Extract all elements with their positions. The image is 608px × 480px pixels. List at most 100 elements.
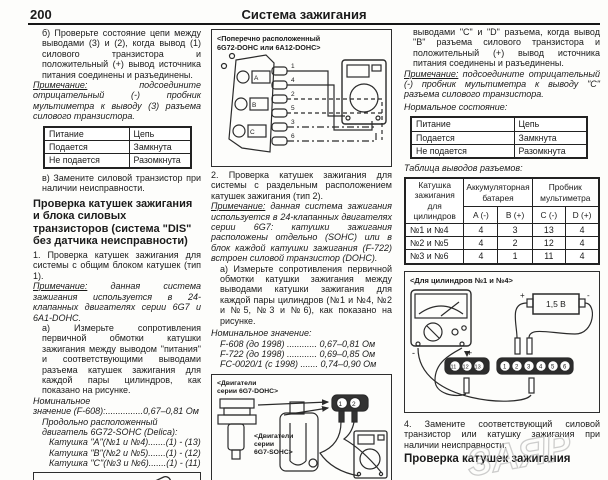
pin-cell: 4: [565, 235, 600, 251]
fig1-coil-b: B: [252, 102, 256, 109]
note-middle-label: Примечание:: [211, 201, 266, 212]
right-pin-1: 1: [503, 364, 507, 370]
fig2-caption-sohc-2: серии: [254, 441, 274, 448]
pin-cell: 3: [497, 222, 533, 237]
pin-table-col1-header: Катушка зажигания для цилиндров: [404, 177, 465, 224]
note-1: Примечание: подсоедините отрицательный (…: [33, 80, 201, 122]
pin-table-row: №3 и №6 4 1 11 4: [404, 249, 600, 265]
table-header-power: Питание: [410, 116, 515, 132]
table-cell: Подается: [43, 140, 130, 155]
pin-cell: 4: [463, 249, 499, 265]
pin-cell: 1: [497, 249, 533, 265]
pin-cell: 4: [463, 235, 499, 251]
fig2-caption-dohc-1: <Двигатели: [217, 380, 256, 387]
separate-coils-drawing: <Двигатели серии 6G7-DOHC>: [217, 380, 388, 479]
table-cell: Разомкнута: [128, 153, 192, 169]
normal-state-label: Нормальное состояние:: [404, 101, 508, 112]
nominal-label-middle: Номинальное значение:: [211, 328, 312, 339]
pin-cell: 4: [463, 222, 499, 237]
paragraph-a-left: а) Измерьте сопротивления первичной обмо…: [42, 322, 201, 396]
pin-cell: 12: [531, 235, 567, 251]
pin-table-row: №1 и №4 4 3 13 4: [404, 222, 600, 237]
cyl14-test-drawing: <Для цилиндров №1 и №4>: [410, 276, 593, 402]
table-header-circuit: Цепь: [128, 126, 192, 142]
header-rule: [28, 23, 600, 25]
battery-label: 1,5 В: [546, 299, 566, 309]
note-1-text: подсоедините отрицательный (-) пробник м…: [33, 80, 201, 122]
fig2-caption-dohc-2: серии 6G7-DOHC>: [217, 388, 278, 395]
figure-separate-coils: <Двигатели серии 6G7-DOHC>: [211, 373, 392, 480]
table-cell: Разомкнута: [513, 144, 588, 159]
fig1-pin-1: 1: [291, 63, 295, 70]
note-2-label: Примечание:: [33, 281, 88, 292]
pin-table-subheader: C (-): [531, 206, 567, 224]
power-circuit-table-right: Питание Цепь Подается Замкнута Не подает…: [410, 116, 588, 160]
paragraph-top-right: выводами "C" и "D" разъема, когда вывод …: [413, 27, 600, 69]
left-pin-12: 12: [463, 364, 469, 370]
section-heading-coil-check: Проверка катушек зажигания: [404, 452, 571, 465]
note-1-label: Примечание:: [33, 80, 88, 91]
pin-cell: №3 и №6: [404, 249, 465, 265]
pin-cell: 13: [531, 222, 567, 237]
pin-table-label: Таблица выводов разъемов:: [404, 163, 523, 174]
right-pin-4: 4: [539, 364, 543, 370]
fig1-caption-line2: 6G72-DOHC или 6А12-DOHC>: [217, 43, 320, 52]
coil-b-value: Катушка "В"(№2 и №5).......(1) - (12): [49, 447, 201, 458]
pin-cell: №2 и №5: [404, 235, 465, 251]
note-right-label: Примечание:: [404, 68, 459, 79]
pin-cell: №1 и №4: [404, 222, 465, 237]
left-pin-13: 13: [475, 364, 481, 370]
table-header-power: Питание: [43, 126, 130, 142]
page-number: 200: [30, 7, 52, 22]
pin-table-probe-header: Пробник мультиметра: [531, 177, 600, 208]
pin-table-subheader: A (-): [463, 206, 499, 224]
paragraph-b: б) Проверьте состояние цепи между вывода…: [42, 28, 201, 80]
left-pin-11: 11: [451, 364, 457, 370]
fig1-pin-2: 2: [291, 91, 295, 98]
coil-a-value: Катушка "А"(№1 и №4).......(1) - (13): [49, 437, 201, 448]
note-right: Примечание: подсоедините отрицательный (…: [404, 69, 600, 100]
pin-table-subheader: D (+): [565, 206, 600, 224]
figure-coil-pack: C A B: [33, 471, 201, 480]
pin-cell: 11: [531, 249, 567, 265]
connector-pin-table: Катушка зажигания для цилиндров Аккумуля…: [404, 176, 600, 265]
transverse-coil-drawing: <Поперечно расположенный 6G72-DOHC или 6…: [217, 34, 387, 153]
column-right: выводами "C" и "D" разъема, когда вывод …: [404, 27, 600, 465]
coil-pack-drawing: C A B: [132, 475, 172, 480]
fig1-caption-line1: <Поперечно расположенный: [217, 34, 320, 43]
battery-plus: +: [520, 291, 525, 300]
fig2-pin-1: 1: [339, 401, 343, 408]
fig1-pin-6: 6: [291, 133, 295, 140]
power-circuit-table: Питание Цепь Подается Замкнута Не подает…: [43, 125, 192, 169]
section-heading-coils-dis: Проверка катушек зажигания и блока силов…: [33, 197, 193, 248]
coil-label-b: B: [142, 478, 147, 480]
fig1-pin-3: 3: [291, 119, 295, 126]
pin-cell: 2: [497, 235, 533, 251]
table-cell: Подается: [410, 130, 515, 146]
value-f722: F-722 (до 1998) ............ 0,69–0,85 О…: [220, 348, 376, 359]
right-pin-3: 3: [527, 364, 531, 370]
nominal-line-2: значение (F-608):...............0,67–0,8…: [33, 406, 199, 417]
figure-transverse-coil: <Поперечно расположенный 6G72-DOHC или 6…: [211, 29, 392, 167]
nominal-line-1: Номинальное: [33, 395, 91, 406]
right-pin-2: 2: [515, 364, 519, 370]
table-cell: Замкнута: [128, 140, 192, 155]
nominal-line-3: Продольно расположенный двигатель 6G72-S…: [42, 416, 178, 437]
pin-cell: 4: [565, 222, 600, 237]
fig1-pin-4: 4: [291, 77, 295, 84]
fig2-pin-2: 2: [352, 401, 356, 408]
battery-minus: -: [587, 291, 590, 300]
fig1-coil-c: C: [250, 129, 255, 136]
pin-table-subheader: B (+): [497, 206, 533, 224]
meter-minus: -: [412, 348, 415, 358]
note-middle: Примечание: данная система зажигания исп…: [211, 201, 392, 263]
item-4: 4. Замените соответствующий силовой тран…: [404, 418, 600, 450]
table-header-circuit: Цепь: [513, 116, 588, 132]
fig2-caption-sohc-1: <Двигатели: [254, 433, 293, 440]
pin-cell: 4: [565, 249, 600, 265]
item-1: 1. Проверка катушек зажигания для систем…: [33, 250, 201, 281]
meter-plus: +: [467, 348, 472, 358]
note-2: Примечание: данная система зажигания исп…: [33, 281, 201, 323]
note-2-text: данная система зажигания используется в …: [33, 281, 201, 323]
